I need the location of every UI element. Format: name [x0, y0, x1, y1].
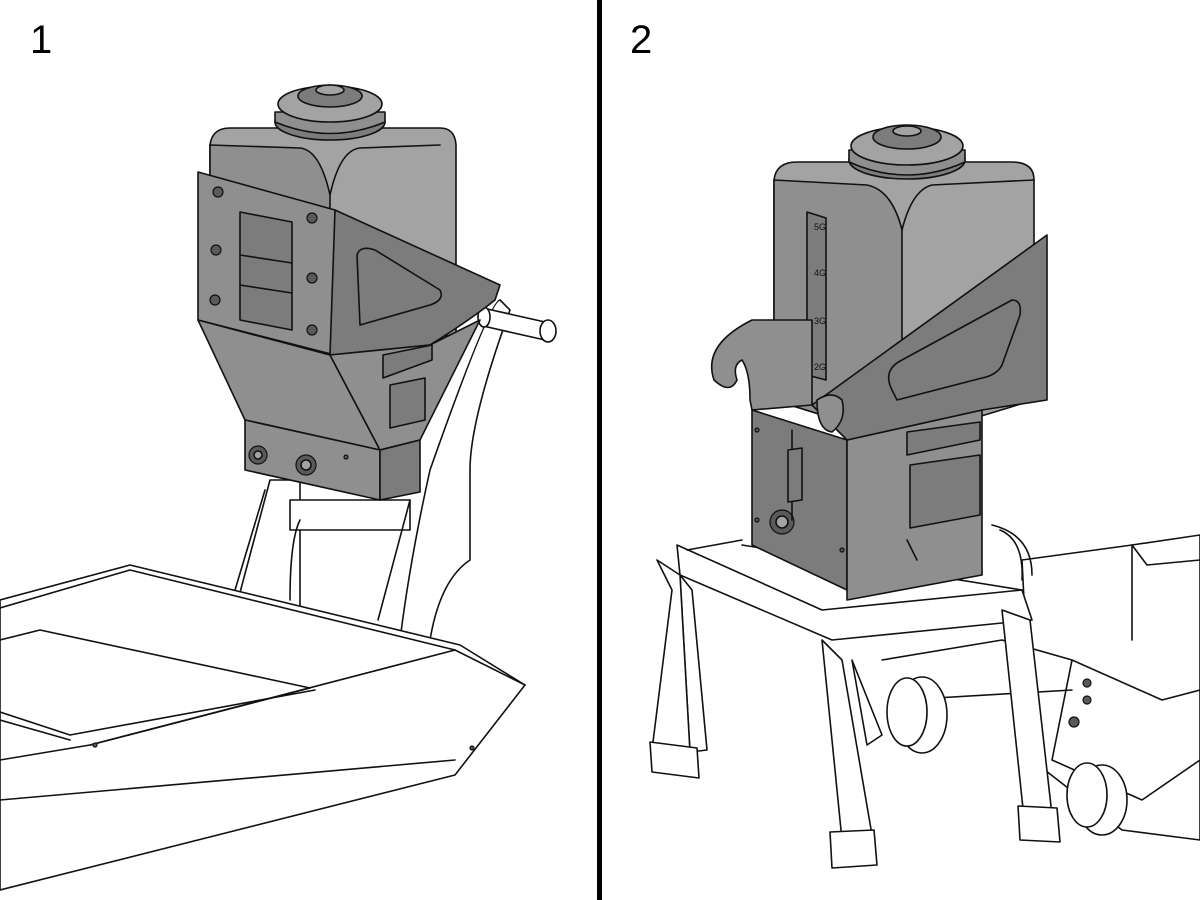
bracket	[710, 234, 1048, 601]
step-number: 1	[30, 18, 53, 62]
bracket	[197, 171, 501, 501]
step-number: 2	[630, 18, 653, 62]
handle-rod	[477, 306, 557, 343]
cart	[881, 534, 1200, 841]
panel-divider	[597, 0, 602, 900]
scale-mark-2g: 2G	[814, 362, 826, 372]
trough	[0, 564, 526, 891]
scale-mark-5g: 5G	[814, 222, 826, 232]
step-1-panel: 1	[0, 0, 598, 900]
scale-mark-4g: 4G	[814, 268, 826, 278]
scale-mark-3g: 3G	[814, 316, 826, 326]
step-1-illustration	[0, 84, 557, 891]
step-2-illustration: 5G 4G 3G 2G	[649, 124, 1200, 869]
stand-table	[649, 539, 1061, 869]
step-2-panel: 2	[602, 0, 1200, 900]
